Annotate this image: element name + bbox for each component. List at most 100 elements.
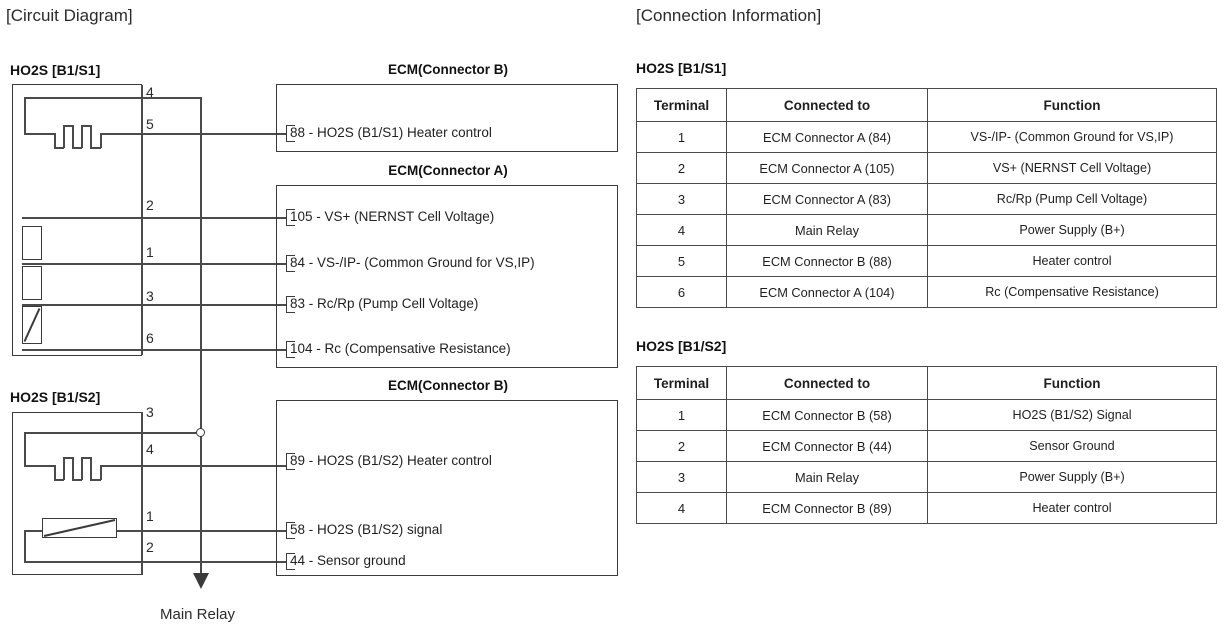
- sensor2-heater-seg-a: [24, 465, 55, 467]
- col-header-function: Function: [927, 88, 1217, 122]
- ecm-a-83-pin-bracket-icon: [286, 296, 295, 313]
- ecm-b-88-pin-bracket-icon: [286, 125, 295, 142]
- cell-function: Heater control: [927, 245, 1217, 277]
- wire-pin5-to-ecmB-88: [141, 133, 287, 135]
- ecm-a-84-pin-bracket-icon: [286, 255, 295, 272]
- cell-function: Rc/Rp (Pump Cell Voltage): [927, 183, 1217, 215]
- cell-connected-to: ECM Connector A (104): [726, 276, 928, 308]
- wire-s2pin4-to-ecmB-89: [141, 465, 287, 467]
- ecm-a-83-label: 83 - Rc/Rp (Pump Cell Voltage): [290, 296, 479, 311]
- cell-function: Power Supply (B+): [927, 214, 1217, 246]
- ecm-a-105-label: 105 - VS+ (NERNST Cell Voltage): [290, 209, 495, 224]
- ecm-b-58-label: 58 - HO2S (B1/S2) signal: [290, 522, 443, 537]
- ecm-a-84-label: 84 - VS-/IP- (Common Ground for VS,IP): [290, 255, 535, 270]
- sensor1-pin-1: 1: [146, 244, 154, 260]
- sensor2-pin-2: 2: [146, 539, 154, 555]
- main-relay-bus: [200, 97, 202, 576]
- sensor2-right-edge-bus: [141, 412, 143, 575]
- cell-terminal: 4: [636, 492, 727, 524]
- sensor1-heater-seg-a: [24, 133, 55, 135]
- cell-connected-to: ECM Connector B (89): [726, 492, 928, 524]
- wire-pin2-to-ecmA-105: [22, 217, 287, 219]
- sensor2-heater-seg-b: [100, 465, 142, 467]
- wire-pin3-to-ecmA-83: [22, 304, 287, 306]
- col-header-connected-to: Connected to: [726, 366, 928, 400]
- sensor1-cell-rect-2: [22, 266, 42, 300]
- cell-function: Heater control: [927, 492, 1217, 524]
- cell-connected-to: Main Relay: [726, 214, 928, 246]
- sensor2-ground-left-drop: [24, 530, 26, 562]
- sensor1-resistor-diagonal-icon: [23, 308, 41, 342]
- wire-pin6-to-ecmA-104: [22, 349, 287, 351]
- sensor1-right-edge-bus: [141, 85, 143, 355]
- sensor-b1s2-title: HO2S [B1/S2]: [10, 389, 101, 405]
- sensor1-coil-v1: [54, 133, 56, 148]
- cell-connected-to: ECM Connector B (88): [726, 245, 928, 277]
- sensor1-coil-h1: [54, 147, 64, 149]
- cell-connected-to: Main Relay: [726, 461, 928, 493]
- cell-terminal: 2: [636, 430, 727, 462]
- ecm-connector-b-top-title: ECM(Connector B): [388, 62, 508, 77]
- cell-terminal: 3: [636, 461, 727, 493]
- sensor2-coil-h5: [90, 479, 101, 481]
- wire-pin1-to-ecmA-84: [22, 263, 287, 265]
- sensor1-heater-top-rail: [24, 97, 142, 99]
- sensor1-cell-rect-1: [22, 226, 42, 260]
- sensor1-coil-h5: [90, 147, 101, 149]
- sensor1-coil-h4: [81, 125, 91, 127]
- sensor-b1s2-body: [12, 412, 142, 575]
- sensor2-coil-v4: [81, 457, 83, 480]
- sensor2-pin-3: 3: [146, 404, 154, 420]
- cell-terminal: 1: [636, 399, 727, 431]
- table-header-row: Terminal Connected to Function: [636, 366, 1217, 400]
- sensor2-coil-v6: [100, 465, 102, 480]
- cell-terminal: 4: [636, 214, 727, 246]
- sensor2-coil-v3: [72, 457, 74, 480]
- cell-function: Power Supply (B+): [927, 461, 1217, 493]
- col-header-connected-to: Connected to: [726, 88, 928, 122]
- col-header-terminal: Terminal: [636, 366, 727, 400]
- wire-s2pin1-to-ecmB-58: [141, 530, 287, 532]
- sensor2-resistor-diagonal-icon: [43, 519, 116, 537]
- cell-terminal: 2: [636, 152, 727, 184]
- col-header-function: Function: [927, 366, 1217, 400]
- cell-terminal: 1: [636, 121, 727, 153]
- sensor1-coil-v4: [81, 125, 83, 148]
- wire-s2pin2-to-ecmB-44: [141, 561, 287, 563]
- cell-function: VS-/IP- (Common Ground for VS,IP): [927, 121, 1217, 153]
- col-header-terminal: Terminal: [636, 88, 727, 122]
- cell-terminal: 3: [636, 183, 727, 215]
- sensor2-ground-rail: [24, 561, 142, 563]
- cell-connected-to: ECM Connector B (58): [726, 399, 928, 431]
- sensor1-resistor-rect: [22, 306, 42, 344]
- ecm-connector-b-bottom-box: [276, 400, 618, 576]
- cell-function: VS+ (NERNST Cell Voltage): [927, 152, 1217, 184]
- cell-function: HO2S (B1/S2) Signal: [927, 399, 1217, 431]
- ecm-b-88-label: 88 - HO2S (B1/S1) Heater control: [290, 125, 492, 140]
- sensor2-coil-h4: [81, 457, 91, 459]
- sensor-b1s1-title: HO2S [B1/S1]: [10, 62, 101, 78]
- cell-connected-to: ECM Connector A (83): [726, 183, 928, 215]
- sensor2-heater-left-drop: [24, 432, 26, 467]
- sensor2-coil-v1: [54, 465, 56, 480]
- sensor1-pin-2: 2: [146, 197, 154, 213]
- table-s1-title: HO2S [B1/S1]: [636, 60, 727, 76]
- sensor2-heater-top-rail: [24, 432, 142, 434]
- ecm-connector-b-top-box: [276, 84, 618, 152]
- sensor1-coil-v2: [63, 125, 65, 148]
- wire-pin4-to-mainrelay-bus: [141, 97, 201, 99]
- sensor2-coil-v5: [90, 457, 92, 480]
- sensor2-coil-h1: [54, 479, 64, 481]
- sensor2-coil-h3: [72, 479, 82, 481]
